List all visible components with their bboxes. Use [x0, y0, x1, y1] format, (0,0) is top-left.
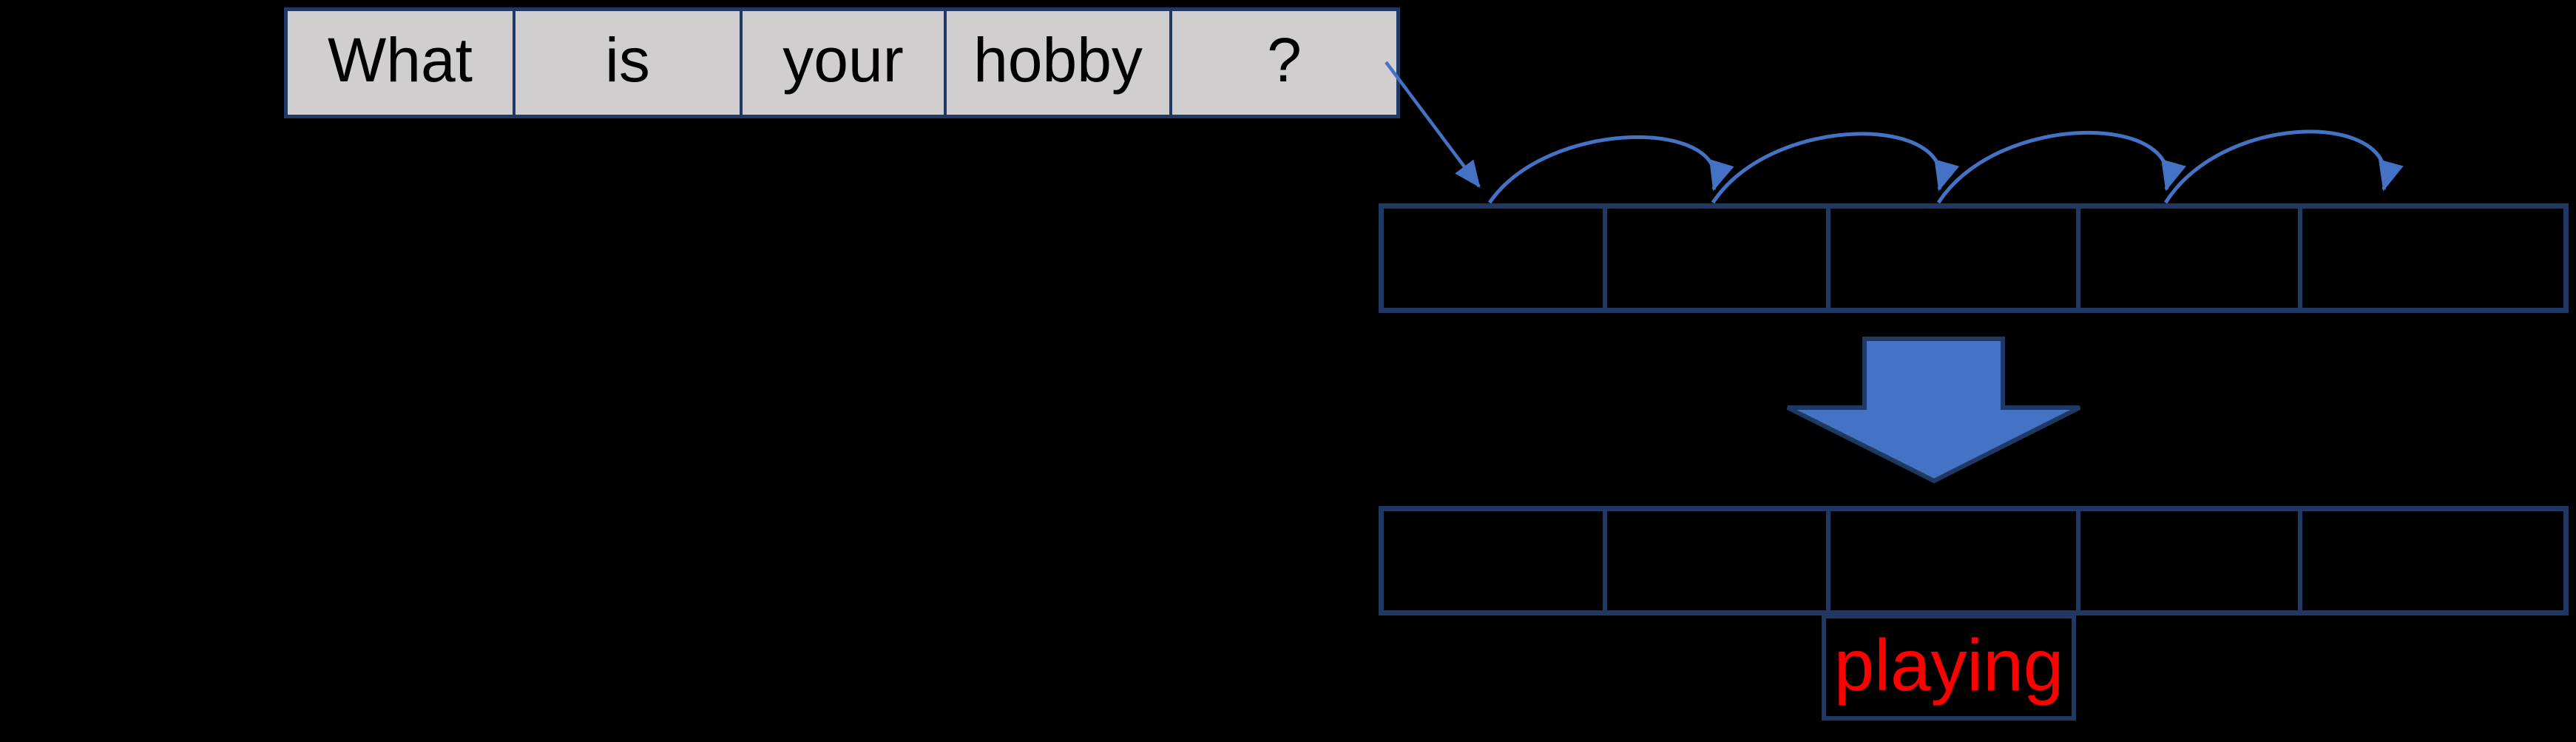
down-block-arrow	[1786, 337, 2081, 484]
prediction-box: playing	[1822, 614, 2076, 721]
hidden-cell	[2076, 209, 2298, 308]
hidden-cell	[1826, 209, 2076, 308]
hidden-cell	[2298, 209, 2563, 308]
hidden-state-row	[1379, 203, 2569, 313]
output-cell	[1603, 511, 1826, 610]
hop-arc-4	[2163, 129, 2404, 204]
word-cell: your	[740, 11, 944, 115]
word-label: ?	[1267, 25, 1302, 95]
hidden-cell	[1603, 209, 1826, 308]
output-cell	[2076, 511, 2298, 610]
word-label: What	[327, 25, 473, 95]
hop-arc-3	[1936, 130, 2186, 204]
word-label: is	[605, 25, 650, 95]
word-cell: ?	[1169, 11, 1396, 115]
word-label: your	[782, 25, 904, 95]
word-cell: hobby	[944, 11, 1169, 115]
output-row	[1379, 506, 2569, 615]
word-label: hobby	[973, 25, 1143, 95]
output-cell	[1826, 511, 2076, 610]
word-cell: is	[513, 11, 740, 115]
hop-arc-1	[1487, 135, 1734, 204]
hop-arc-2	[1711, 132, 1960, 204]
hidden-cell	[1384, 209, 1603, 308]
input-sentence-row: What is your hobby ?	[284, 7, 1400, 118]
word-cell: What	[288, 11, 513, 115]
output-cell	[1384, 511, 1603, 610]
output-cell	[2298, 511, 2563, 610]
prediction-label: playing	[1833, 624, 2064, 706]
